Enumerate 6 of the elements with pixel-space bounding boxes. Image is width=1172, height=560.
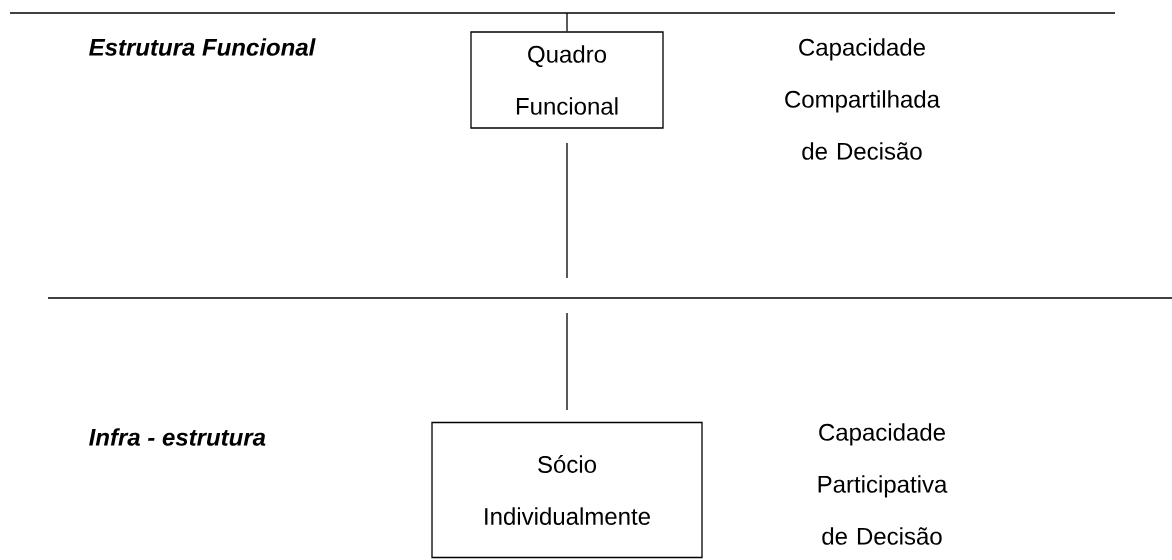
section-heading: Estrutura Funcional	[89, 38, 316, 56]
label-text: Capacidade Participativa de Decisão	[818, 423, 948, 545]
label-text: Capacidade Compartilhada de Decisão	[785, 38, 940, 160]
text-box: Sócio Individualmente	[431, 421, 703, 559]
text-box: Quadro Funcional	[470, 31, 664, 129]
section-heading: Infra - estrutura	[89, 428, 266, 446]
